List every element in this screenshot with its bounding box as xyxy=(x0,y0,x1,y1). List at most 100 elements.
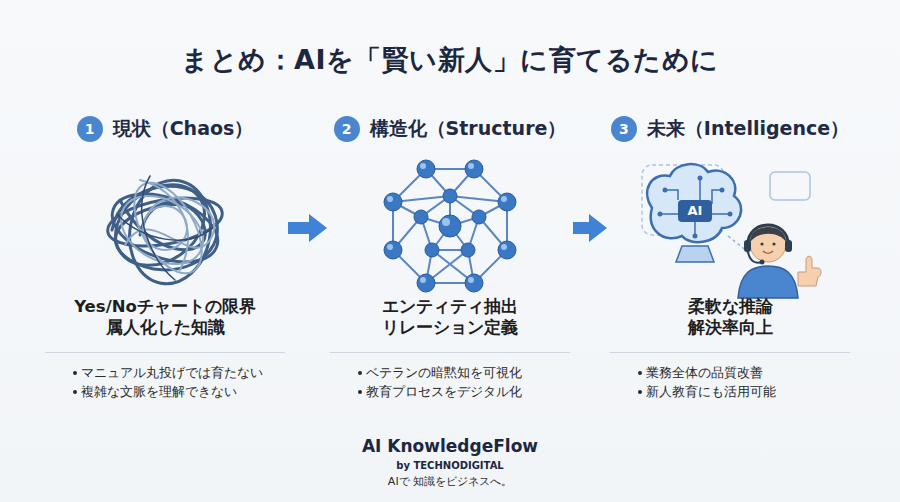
tangled-knot-part xyxy=(109,172,216,285)
network-graph-part-part xyxy=(468,277,474,283)
stage-heading: 構造化（Structure） xyxy=(370,116,567,142)
network-graph-part xyxy=(393,169,507,283)
illustration-space xyxy=(610,146,850,296)
network-graph-part-part xyxy=(501,196,507,202)
stage-column: 1現状（Chaos）Yes/Noチャートの限界 属人化した知識マニュアル丸投げで… xyxy=(45,112,285,401)
ai-brain-illustration-part xyxy=(678,200,712,222)
bullet-text: ベテランの暗黙知を可視化 xyxy=(366,365,522,380)
bullet-text: 教育プロセスをデジタル化 xyxy=(366,384,522,399)
ai-brain-illustration-part-part xyxy=(658,212,663,217)
support-person-part xyxy=(798,256,821,286)
divider-line xyxy=(45,352,285,353)
network-graph-part-part xyxy=(421,196,479,250)
network-graph-part-part xyxy=(417,160,435,178)
bullet-dot xyxy=(73,371,77,375)
network-graph-part-part xyxy=(468,163,474,169)
ai-brain-illustration-part xyxy=(647,164,741,242)
bullet-dot xyxy=(638,371,642,375)
ai-brain-illustration-part xyxy=(676,246,714,262)
support-person-part xyxy=(785,240,792,252)
stage-heading: 現状（Chaos） xyxy=(113,116,254,142)
network-graph-part-part xyxy=(501,244,507,250)
support-person-part xyxy=(760,260,765,265)
illustration-space xyxy=(45,146,285,296)
tangled-knot xyxy=(100,168,227,290)
key-points: 柔軟な推論 解決率向上 xyxy=(670,296,790,338)
network-graph-part-part xyxy=(498,241,516,259)
network-graph-part-part xyxy=(420,163,426,169)
network-graph-part-part xyxy=(393,169,507,283)
bullet-dot xyxy=(73,390,77,394)
tangled-knot-part-part xyxy=(120,200,205,250)
illustration-space xyxy=(330,146,570,296)
chip-label: AI xyxy=(678,200,712,222)
tangled-knot-part xyxy=(100,168,227,290)
support-person-part xyxy=(744,240,751,252)
support-person xyxy=(738,225,821,298)
step-number-circle: 3 xyxy=(611,116,637,142)
network-graph-part-part xyxy=(498,193,516,211)
stage-header: 3未来（Intelligence） xyxy=(610,112,850,146)
support-person-part xyxy=(750,226,786,262)
tangled-knot-part-part xyxy=(118,215,212,240)
bullet-item: マニュアル丸投げでは育たない xyxy=(45,363,285,382)
ai-brain-illustration-part-part xyxy=(699,178,701,200)
ai-brain-illustration-part-part xyxy=(728,212,733,217)
ai-brain-illustration-part-part xyxy=(693,234,698,239)
ai-brain-illustration-part-part xyxy=(660,213,678,215)
divider-line xyxy=(610,352,850,353)
network-graph-part-part xyxy=(465,274,483,292)
bullet-item: 新人教育にも活用可能 xyxy=(610,382,850,401)
tangled-knot-part-part xyxy=(140,180,188,270)
network-graph-part-part xyxy=(414,210,428,224)
divider-line xyxy=(330,352,570,353)
support-person-part xyxy=(760,242,763,245)
brand-tagline: AIで 知識をビジネスへ。 xyxy=(0,474,900,489)
network-graph-part xyxy=(384,160,516,292)
network-graph-part xyxy=(387,163,507,283)
network-graph-part-part xyxy=(387,244,393,250)
bullet-dot xyxy=(358,390,362,394)
bullet-dot xyxy=(358,371,362,375)
ai-brain-illustration-part xyxy=(728,236,750,258)
diagram-title: まとめ：AIを「賢い新人」に育てるために xyxy=(0,42,900,78)
support-person-part xyxy=(748,225,788,246)
network-graph xyxy=(384,160,516,292)
network-graph-part-part xyxy=(384,193,402,211)
support-person-part xyxy=(772,242,775,245)
ai-brain-illustration-part-part xyxy=(698,176,703,181)
network-graph-part-part xyxy=(425,243,439,257)
network-graph-part-part xyxy=(443,189,457,203)
step-number-circle: 1 xyxy=(77,116,103,142)
stage-header: 2 構造化（Structure） xyxy=(330,112,570,146)
tangled-knot-part xyxy=(118,176,212,280)
network-graph-part-part xyxy=(420,277,426,283)
network-graph-part-part xyxy=(465,160,483,178)
key-points: エンティティ抽出 リレーション定義 xyxy=(350,296,550,338)
bullet-item: 業務全体の品質改善 xyxy=(610,363,850,382)
step-number: 3 xyxy=(619,121,629,137)
ai-brain-illustration-part-part xyxy=(720,188,725,193)
flow-arrow xyxy=(573,214,607,242)
network-graph-part-part xyxy=(472,210,486,224)
ai-brain-illustration xyxy=(642,164,810,262)
network-graph-part-part xyxy=(461,243,475,257)
bullet-item: 複雑な文脈を理解できない xyxy=(45,382,285,401)
stage-column: 3未来（Intelligence） 柔軟な推論 解決率向上業務全体の品質改善新人教… xyxy=(610,112,850,401)
stage-column: 2 構造化（Structure） エンティティ抽出 リレーション定義ベテランの暗黙知… xyxy=(330,112,570,401)
bullet-text: 複雑な文脈を理解できない xyxy=(81,384,237,399)
bullet-text: 業務全体の品質改善 xyxy=(646,365,763,380)
stage-header: 1 現状（Chaos） xyxy=(45,112,285,146)
support-person-part xyxy=(763,251,773,253)
tangled-knot-part-part xyxy=(109,182,215,278)
step-number: 2 xyxy=(342,121,352,137)
bullet-dot xyxy=(638,390,642,394)
ai-brain-illustration-part-part xyxy=(663,188,668,193)
bullet-item: ベテランの暗黙知を可視化 xyxy=(330,363,570,382)
ai-brain-illustration-part xyxy=(660,178,730,236)
network-graph-part-part xyxy=(417,274,435,292)
step-number-circle: 2 xyxy=(334,116,360,142)
network-graph-part-part xyxy=(439,215,461,237)
